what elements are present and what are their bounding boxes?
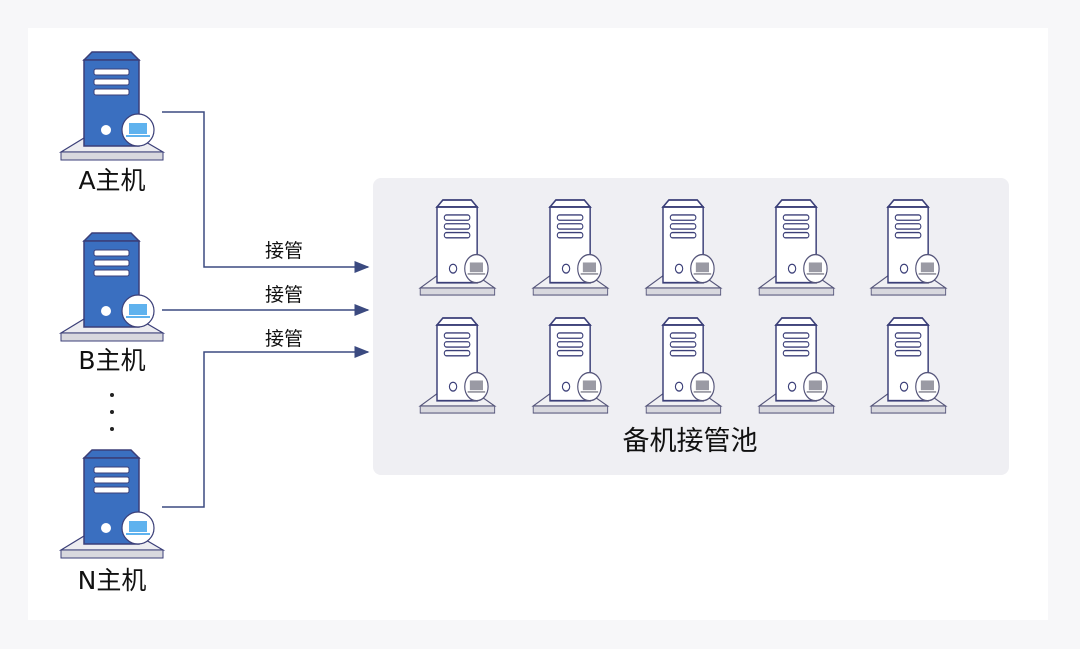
host-a-server-icon xyxy=(60,51,164,161)
host-b-server-icon xyxy=(60,232,164,342)
host-n-server-icon xyxy=(60,449,164,559)
host-b-label: B主机 xyxy=(78,346,145,375)
takeover-label: 接管 xyxy=(265,240,303,262)
ellipsis-dots xyxy=(110,393,114,431)
takeover-label: 接管 xyxy=(265,284,303,306)
takeover-label: 接管 xyxy=(265,328,303,350)
pool-label: 备机接管池 xyxy=(623,426,758,457)
takeover-arrow-n xyxy=(162,346,370,508)
host-a-label: A主机 xyxy=(78,166,145,195)
host-n-label: N主机 xyxy=(78,566,147,595)
takeover-arrow-a xyxy=(162,111,370,273)
